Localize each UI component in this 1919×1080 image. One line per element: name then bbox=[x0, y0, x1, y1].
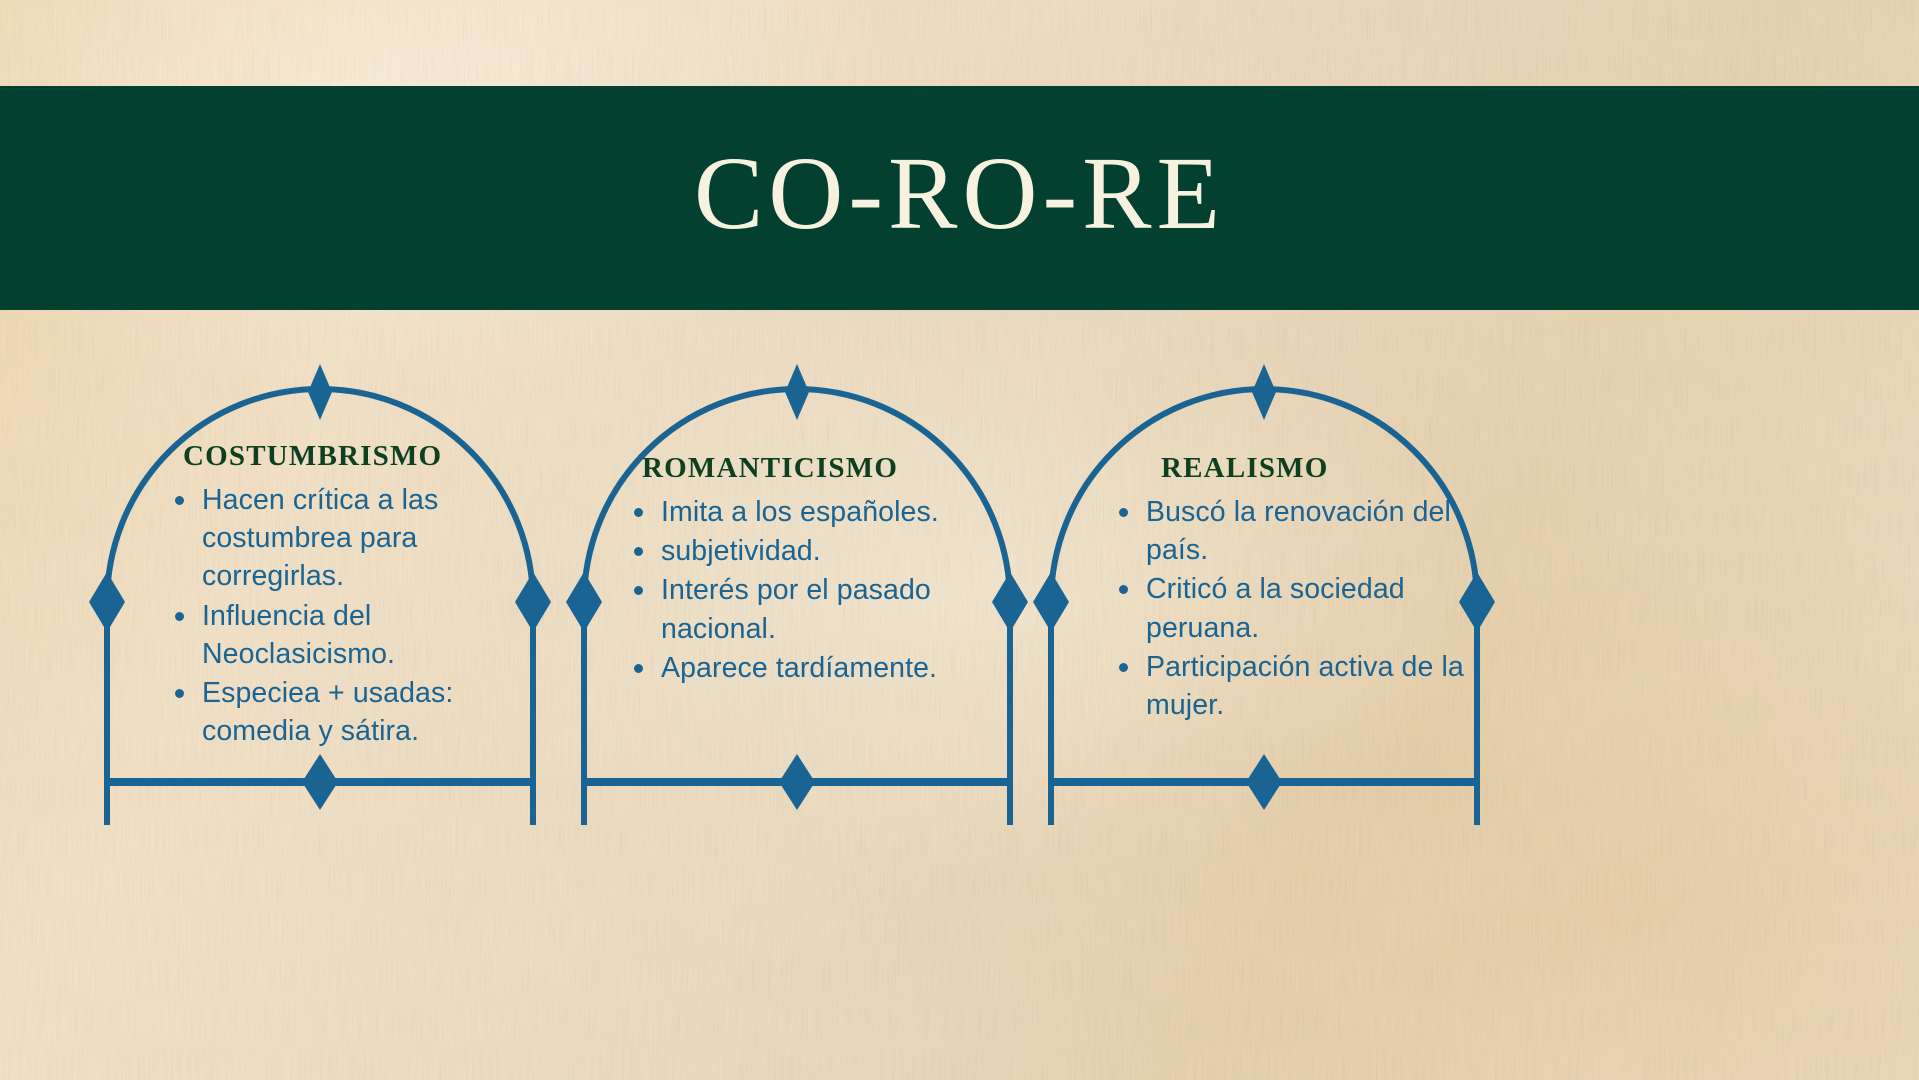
list-item: Aparece tardíamente. bbox=[628, 649, 1004, 687]
list-item: Imita a los españoles. bbox=[628, 493, 1004, 531]
arch-card-costumbrismo[interactable]: COSTUMBRISMO Hacen crítica a las costumb… bbox=[85, 352, 555, 825]
card-title-costumbrismo: COSTUMBRISMO bbox=[183, 440, 443, 472]
list-item: Influencia del Neoclasicismo. bbox=[169, 597, 527, 673]
card-content-3: REALISMO Buscó la renovación del país. C… bbox=[1029, 352, 1499, 822]
arch-card-realismo[interactable]: REALISMO Buscó la renovación del país. C… bbox=[1029, 352, 1499, 825]
bullet-list-realismo: Buscó la renovación del país. Criticó a … bbox=[1113, 493, 1471, 724]
bullet-list-costumbrismo: Hacen crítica a las costumbrea para corr… bbox=[169, 481, 527, 750]
list-item: Interés por el pasado nacional. bbox=[628, 571, 1004, 647]
card-content-2: ROMANTICISMO Imita a los españoles. subj… bbox=[562, 352, 1032, 822]
list-item: subjetividad. bbox=[628, 532, 1004, 570]
card-content-1: COSTUMBRISMO Hacen crítica a las costumb… bbox=[85, 352, 555, 822]
title-banner: CO-RO-RE bbox=[0, 86, 1919, 310]
list-item: Especiea + usadas: comedia y sátira. bbox=[169, 674, 527, 750]
list-item: Participación activa de la mujer. bbox=[1113, 648, 1471, 724]
list-item: Buscó la renovación del país. bbox=[1113, 493, 1471, 569]
bullet-list-romanticismo: Imita a los españoles. subjetividad. Int… bbox=[628, 493, 1004, 687]
arch-card-romanticismo[interactable]: ROMANTICISMO Imita a los españoles. subj… bbox=[562, 352, 1032, 825]
page-title: CO-RO-RE bbox=[693, 136, 1226, 251]
list-item: Hacen crítica a las costumbrea para corr… bbox=[169, 481, 527, 596]
card-title-romanticismo: ROMANTICISMO bbox=[642, 452, 899, 484]
card-title-realismo: REALISMO bbox=[1161, 452, 1329, 484]
arch-cards-row: COSTUMBRISMO Hacen crítica a las costumb… bbox=[0, 352, 1919, 825]
list-item: Criticó a la sociedad peruana. bbox=[1113, 570, 1471, 646]
